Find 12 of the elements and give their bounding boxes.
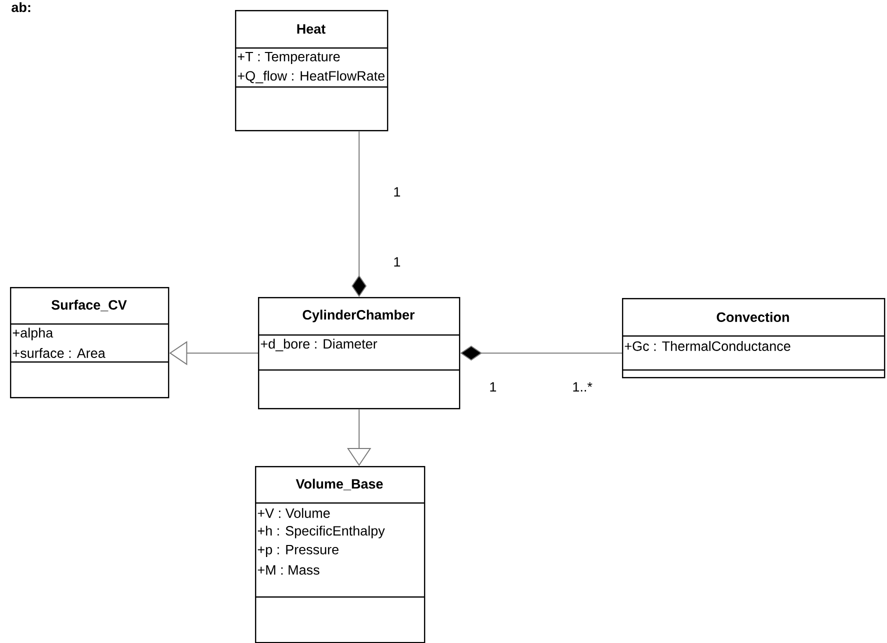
class-box: CylinderChamber +d_bore : Diameter xyxy=(258,297,460,410)
class-box: Volume_Base +V : Volume +h : SpecificEnthalpy +p : Pressure +M : Mass xyxy=(255,466,426,643)
class-box: Surface_CV +alpha +surface : Area xyxy=(10,287,170,398)
class-box: Heat +T : Temperature +Q_flow : HeatFlowRate xyxy=(235,10,388,132)
caption-fragment: ab: xyxy=(12,2,30,12)
multiplicity-label: 1 xyxy=(490,382,496,392)
multiplicity-label: 1 xyxy=(394,187,400,196)
composition-arrow xyxy=(352,130,367,297)
inheritance-arrow xyxy=(347,408,372,466)
class-box: Convection +Gc : ThermalConductance xyxy=(622,298,886,378)
multiplicity-label: 1..* xyxy=(573,382,592,392)
multiplicity-label: 1 xyxy=(394,257,400,266)
